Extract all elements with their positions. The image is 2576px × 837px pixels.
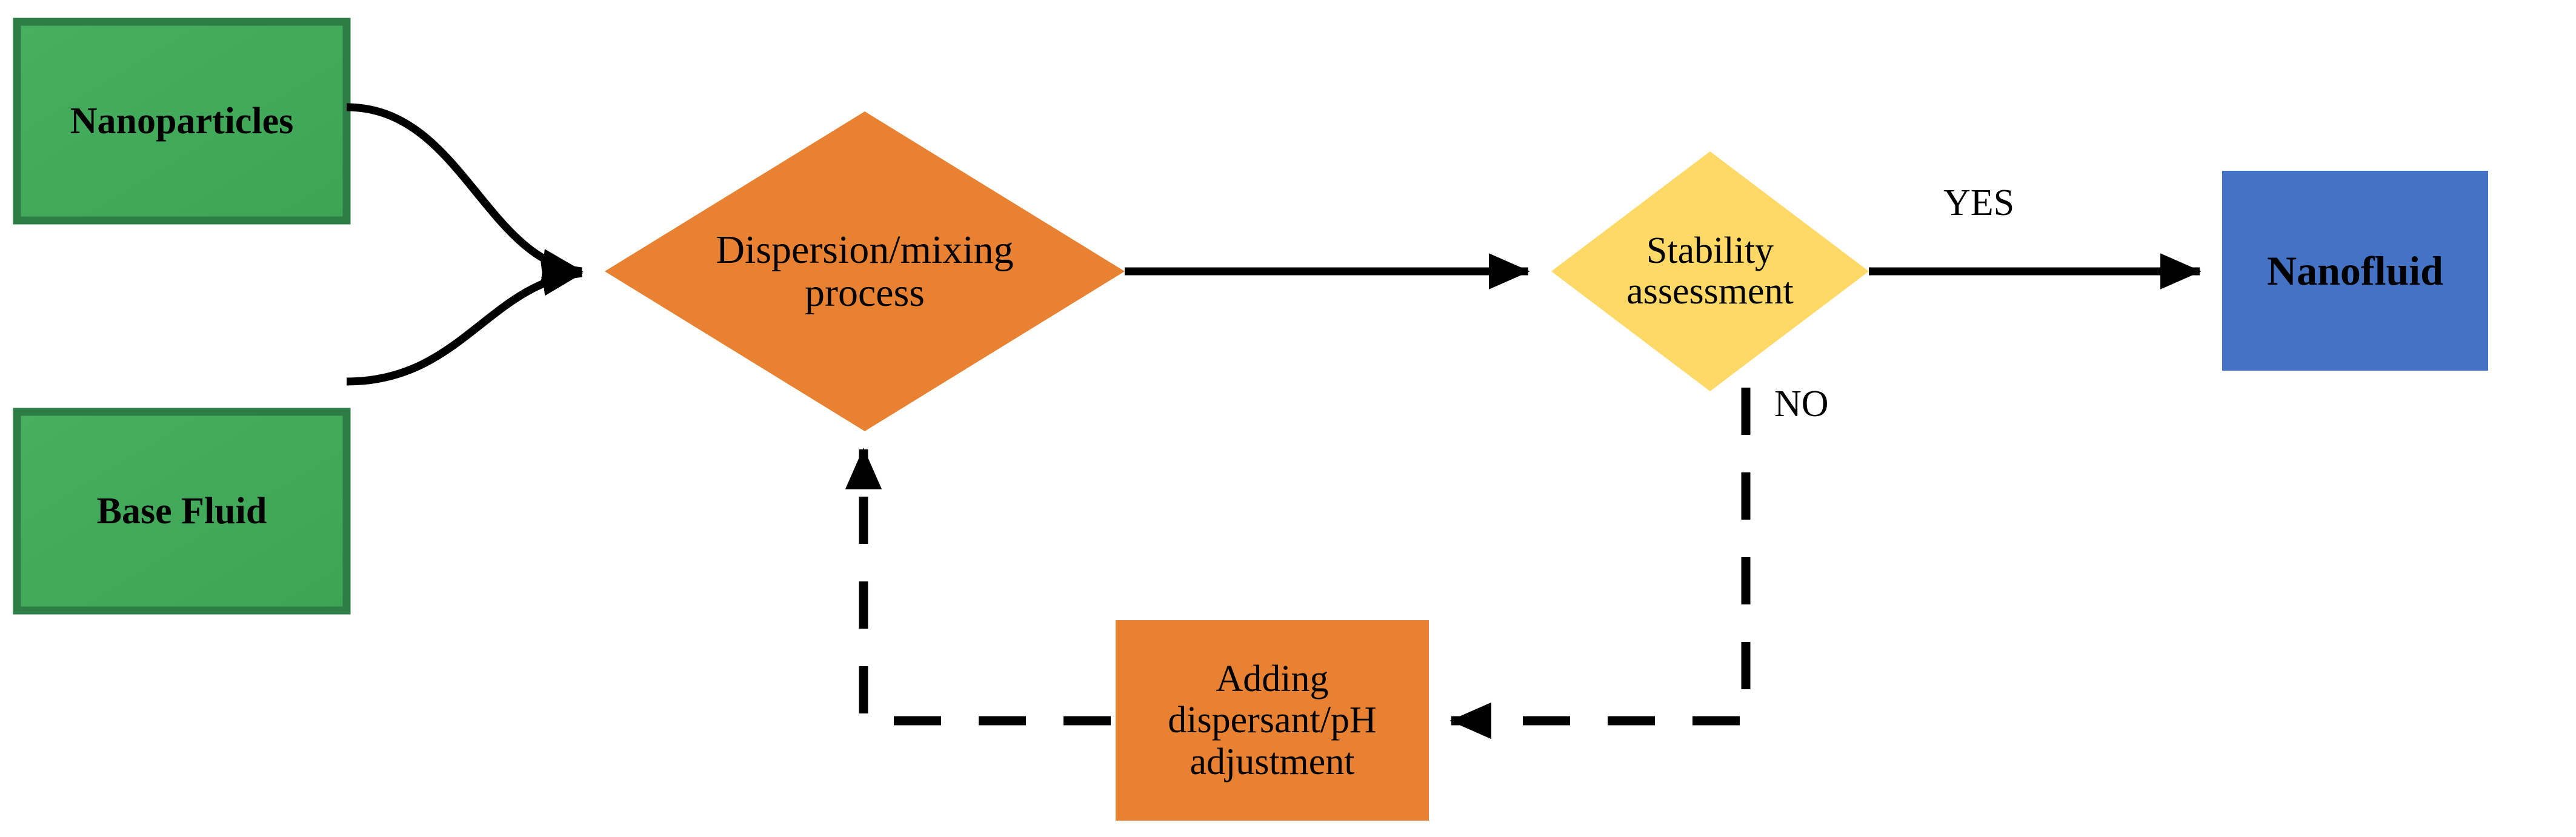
- edge-label-no: NO: [1774, 383, 1829, 425]
- edge-label-yes: YES: [1943, 182, 2015, 223]
- node-shape-nanoparticles[interactable]: [13, 18, 351, 225]
- node-shape-stability-assessment[interactable]: [1551, 151, 1869, 391]
- node-shape-nanofluid[interactable]: [2222, 171, 2488, 371]
- node-shape-dispersion-mixing[interactable]: [605, 111, 1125, 431]
- node-shape-base-fluid[interactable]: [13, 408, 351, 615]
- edge-adding-dispersant-to-dispersion: [845, 448, 1111, 726]
- node-shape-adding-dispersant[interactable]: [1116, 620, 1429, 821]
- edge-base-fluid-to-dispersion: [346, 260, 584, 386]
- edge-nanoparticles-to-dispersion: [346, 103, 584, 285]
- edge-stability-to-adding-dispersant: [1449, 388, 1751, 739]
